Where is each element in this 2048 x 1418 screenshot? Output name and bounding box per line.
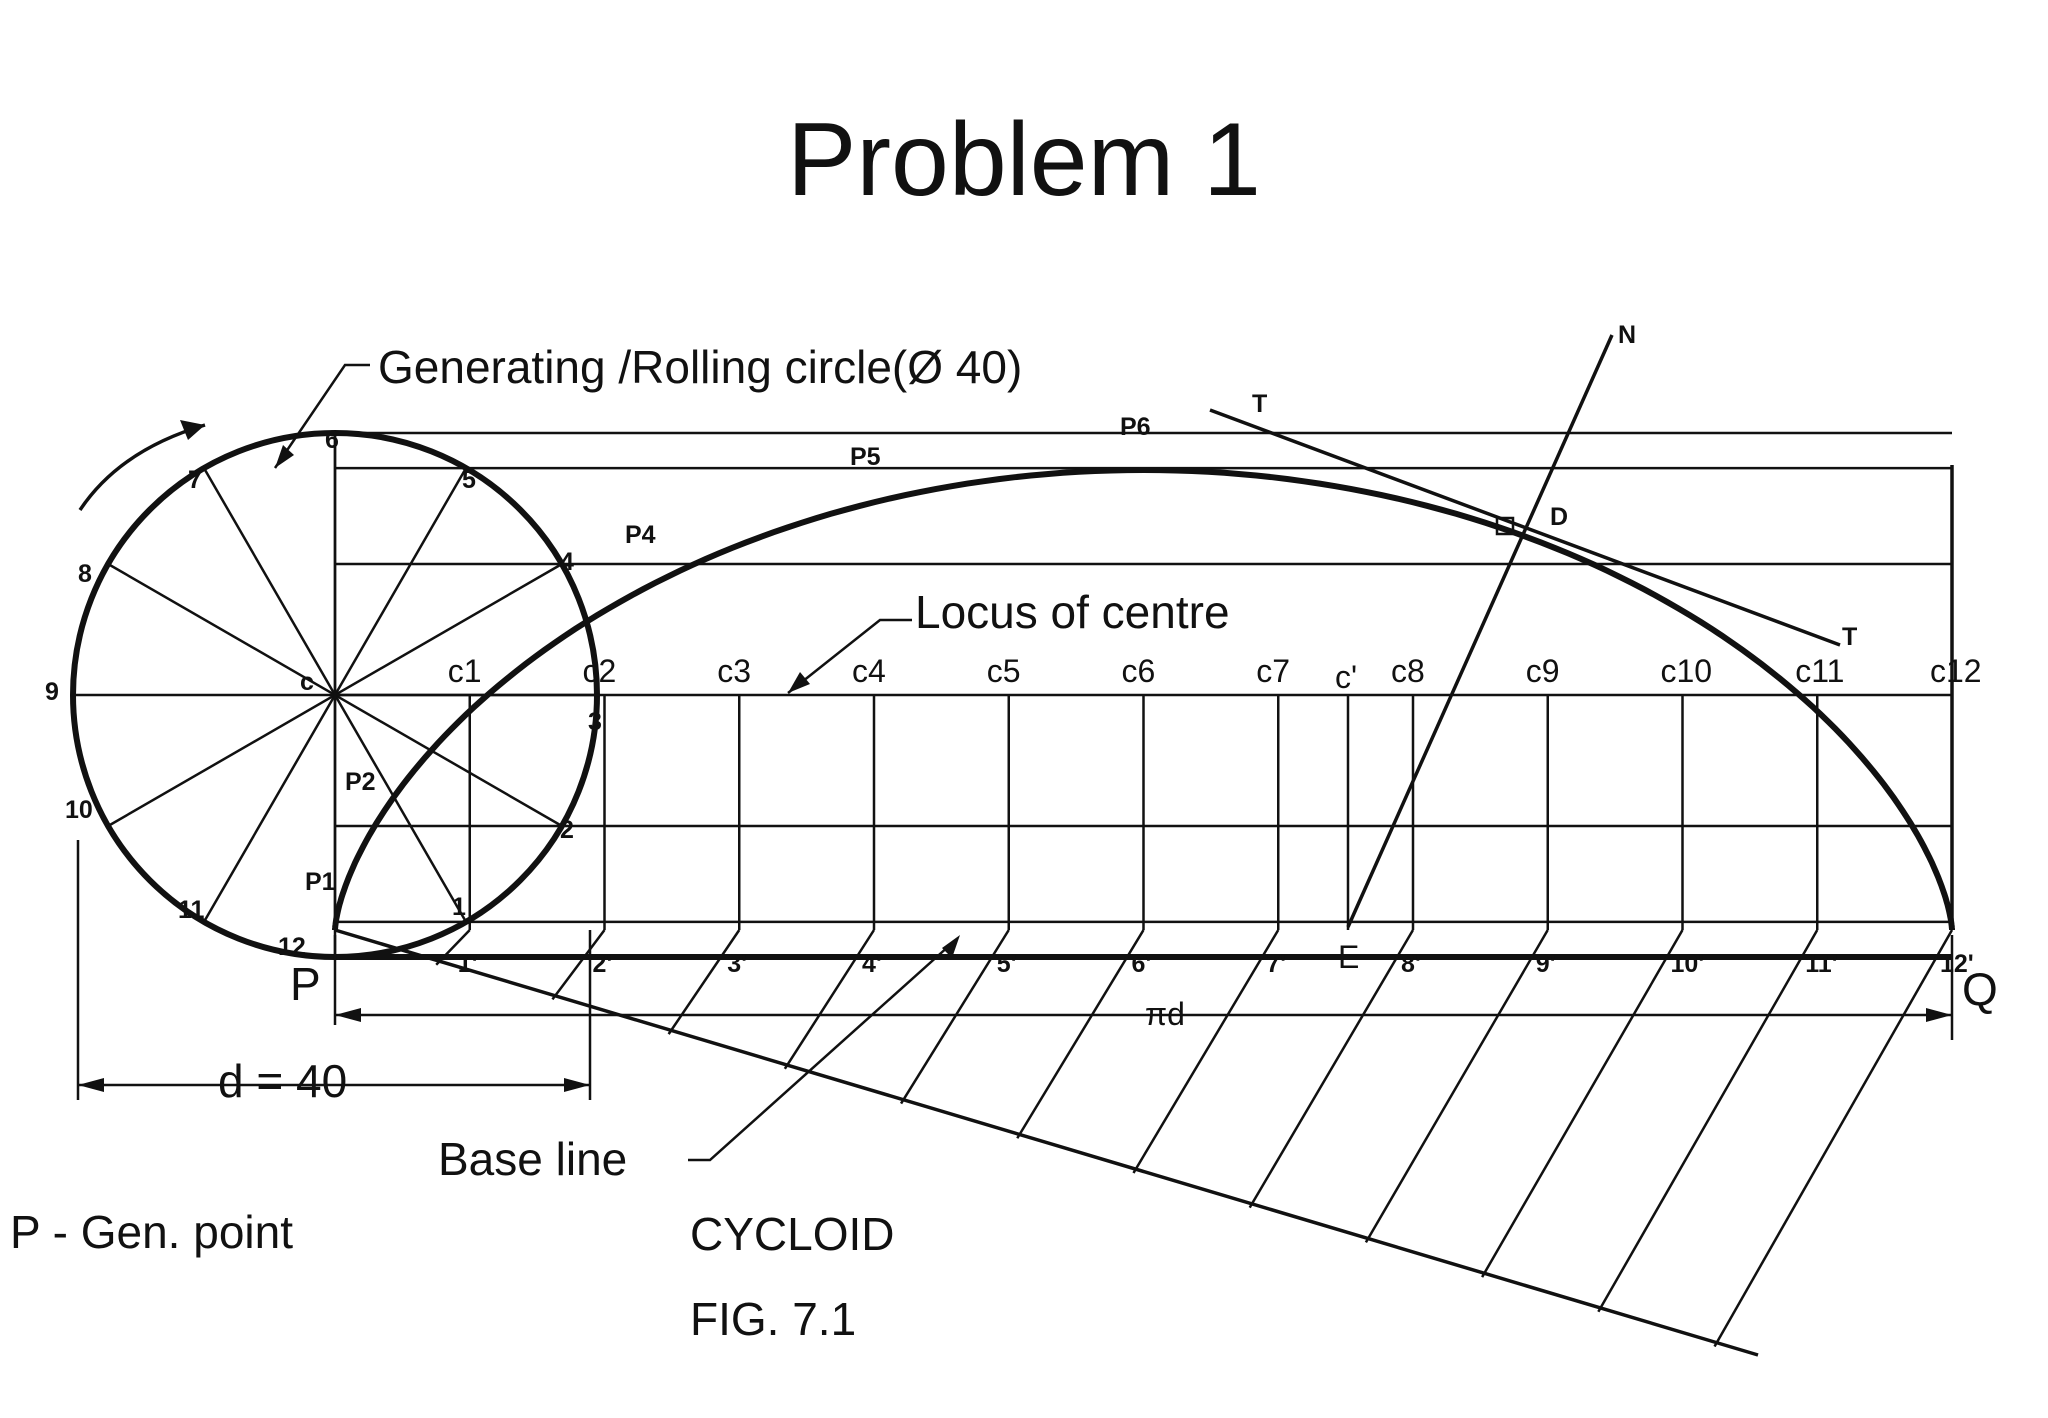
division-transfer-lines bbox=[435, 929, 1954, 1348]
locus-of-centre-label: Locus of centre bbox=[915, 586, 1230, 638]
cycloid-curve bbox=[332, 466, 1955, 930]
base-label-leader-arrow bbox=[942, 935, 960, 958]
base-division-label-8: 8' bbox=[1401, 950, 1421, 978]
transfer-line-8 bbox=[1248, 929, 1415, 1209]
base-division-label-2: 2' bbox=[593, 950, 613, 978]
tangent-t-bottom-label: T bbox=[1842, 623, 1857, 651]
base-division-label-4: 4' bbox=[862, 950, 882, 978]
base-division-label-1: 1' bbox=[458, 950, 478, 978]
diameter-label: d = 40 bbox=[218, 1055, 347, 1107]
circle-label-leader bbox=[273, 363, 370, 469]
centre-label-8: c8 bbox=[1391, 653, 1425, 689]
slide-title: Problem 1 bbox=[787, 102, 1261, 218]
base-division-labels: 1' 2' 3' 4' 5' 6' 7' 8' 9' 10' 11' 12' bbox=[458, 950, 1974, 978]
normal-n-label: N bbox=[1618, 321, 1636, 349]
transfer-line-10 bbox=[1481, 929, 1684, 1278]
centre-vertical-lines bbox=[468, 695, 1954, 930]
circle-number-8: 8 bbox=[78, 560, 92, 588]
transfer-line-3 bbox=[667, 929, 741, 1035]
pi-d-arrow-right bbox=[1926, 1008, 1952, 1022]
circle-number-5: 5 bbox=[462, 466, 476, 494]
centre-label-5: c5 bbox=[987, 653, 1021, 689]
circle-label-leader-arrow bbox=[275, 445, 294, 468]
base-line-label: Base line bbox=[438, 1133, 627, 1185]
base-division-label-3: 3' bbox=[727, 950, 747, 978]
centre-label-2: c2 bbox=[583, 653, 617, 689]
point-p2-label: P2 bbox=[345, 768, 376, 796]
base-label-leader bbox=[688, 944, 951, 1162]
transfer-line-4 bbox=[783, 929, 876, 1070]
circle-number-11: 11 bbox=[178, 896, 205, 924]
transfer-line-11 bbox=[1597, 929, 1819, 1313]
circle-centre-c-label: c bbox=[300, 668, 314, 696]
transfer-line-9 bbox=[1364, 929, 1549, 1244]
locus-label-leader bbox=[787, 618, 912, 694]
circle-number-2: 2 bbox=[560, 816, 574, 844]
base-division-label-6: 6' bbox=[1132, 950, 1152, 978]
centre-label-10: c10 bbox=[1661, 653, 1713, 689]
circle-number-3: 3 bbox=[588, 708, 602, 736]
locus-label-leader-arrow bbox=[788, 672, 810, 693]
centre-label-12: c12 bbox=[1930, 653, 1982, 689]
point-p1-label: P1 bbox=[305, 868, 336, 896]
transfer-line-5 bbox=[899, 929, 1010, 1105]
centre-label-6: c6 bbox=[1122, 653, 1156, 689]
c-prime-label: c' bbox=[1335, 659, 1357, 695]
centre-label-9: c9 bbox=[1526, 653, 1560, 689]
centre-label-11: c11 bbox=[1795, 653, 1844, 689]
caption-figure-number: FIG. 7.1 bbox=[690, 1293, 856, 1345]
base-division-label-9: 9' bbox=[1536, 950, 1556, 978]
centre-point-labels: c1 c2 c3 c4 c5 c6 c7 c8 c9 c10 c11 c12 bbox=[448, 653, 1982, 689]
centre-label-1: c1 bbox=[448, 653, 482, 689]
tangent-t-top-label: T bbox=[1252, 390, 1267, 418]
right-angle-mark bbox=[1495, 516, 1515, 536]
transfer-line-7 bbox=[1132, 929, 1280, 1174]
circle-number-7: 7 bbox=[188, 466, 202, 494]
circle-number-9: 9 bbox=[45, 678, 59, 706]
circle-number-4: 4 bbox=[560, 548, 574, 576]
point-p5-label: P5 bbox=[850, 443, 881, 471]
circle-number-12: 12 bbox=[278, 933, 306, 961]
point-q-label: Q bbox=[1962, 963, 1998, 1015]
pi-d-label: πd bbox=[1145, 996, 1185, 1032]
circle-number-10: 10 bbox=[65, 796, 93, 824]
centre-label-3: c3 bbox=[717, 653, 751, 689]
transfer-line-6 bbox=[1016, 929, 1145, 1139]
point-p6-label: P6 bbox=[1120, 413, 1151, 441]
transfer-line-1 bbox=[435, 929, 471, 966]
caption-name: CYCLOID bbox=[690, 1208, 894, 1260]
centre-label-4: c4 bbox=[852, 653, 886, 689]
diameter-arrow-right bbox=[564, 1078, 590, 1092]
base-division-label-11: 11' bbox=[1805, 950, 1837, 978]
circle-label: Generating /Rolling circle(Ø 40) bbox=[378, 341, 1022, 393]
point-d-label: D bbox=[1550, 503, 1568, 531]
rolling-direction-arrowhead bbox=[180, 420, 205, 440]
base-division-label-7: 7' bbox=[1266, 950, 1286, 978]
division-ray bbox=[334, 928, 1759, 1357]
base-division-label-5: 5' bbox=[997, 950, 1017, 978]
point-p4-label: P4 bbox=[625, 521, 656, 549]
base-division-label-12: 12' bbox=[1940, 950, 1974, 978]
transfer-line-12 bbox=[1713, 929, 1954, 1348]
base-division-label-10: 10' bbox=[1671, 950, 1705, 978]
circle-number-1: 1 bbox=[452, 893, 466, 921]
circle-number-6: 6 bbox=[325, 426, 339, 454]
normal-line bbox=[1346, 334, 1614, 928]
tangent-line bbox=[1209, 408, 1841, 647]
gen-point-label: P - Gen. point bbox=[10, 1206, 293, 1258]
diameter-arrow-left bbox=[78, 1078, 104, 1092]
rolling-direction-arrow bbox=[78, 423, 206, 511]
point-e-label: E bbox=[1338, 939, 1359, 975]
transfer-line-2 bbox=[551, 929, 606, 1001]
centre-label-7: c7 bbox=[1256, 653, 1290, 689]
point-p-label: P bbox=[290, 958, 321, 1010]
pi-d-arrow-left bbox=[335, 1008, 361, 1022]
